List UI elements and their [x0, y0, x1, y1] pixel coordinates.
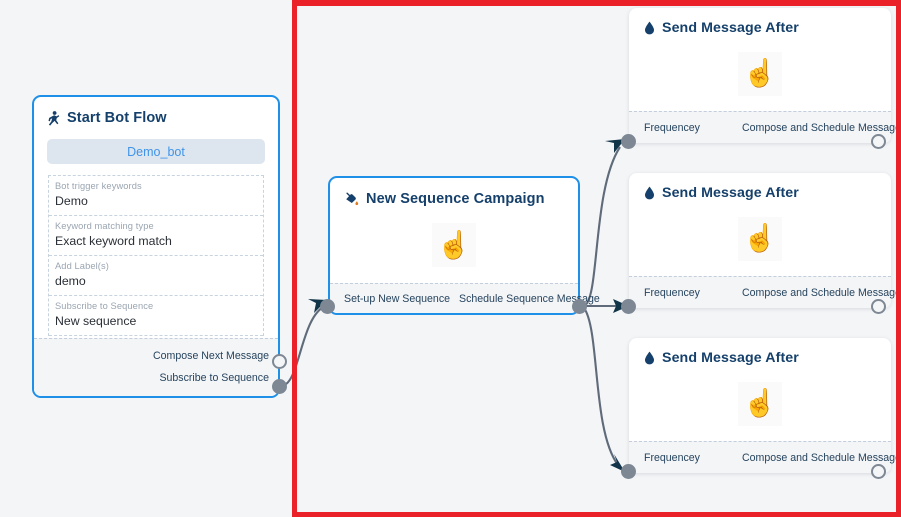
node-start-bot-flow[interactable]: Start Bot Flow Demo_bot Bot trigger keyw… [32, 95, 280, 398]
pointing-hand-cursor-icon: ☝ [738, 51, 782, 96]
card-title-text: Send Message After [662, 350, 799, 366]
card-body: ☝ [629, 201, 891, 276]
field-value: Demo [55, 194, 88, 208]
port-frequency-3[interactable] [621, 464, 636, 479]
port-setup-new-sequence[interactable] [320, 299, 335, 314]
field-row[interactable]: Keyword matching type Exact keyword matc… [49, 216, 263, 256]
node-new-sequence-campaign[interactable]: New Sequence Campaign ☝ Set-up New Seque… [328, 176, 600, 315]
node-send-message-after-3[interactable]: Send Message After ☝ Frequencey Compose … [629, 338, 901, 473]
port-compose-and-schedule-message-1[interactable] [871, 134, 886, 149]
start-bot-fields: Bot trigger keywords Demo Keyword matchi… [48, 175, 264, 336]
port-row-subscribe-to-sequence[interactable]: Subscribe to Sequence [34, 367, 278, 389]
port-frequency-2[interactable] [621, 299, 636, 314]
node-sequence-title: New Sequence Campaign [330, 178, 578, 207]
node-start-title-text: Start Bot Flow [67, 110, 167, 126]
card-title: Send Message After [629, 173, 891, 201]
field-row[interactable]: Add Label(s) demo [49, 256, 263, 296]
field-row[interactable]: Subscribe to Sequence New sequence [49, 296, 263, 336]
field-value: New sequence [55, 314, 137, 328]
card-body: ☝ [629, 366, 891, 441]
port-label-compose-and-schedule-message: Compose and Schedule Message [741, 121, 901, 134]
node-send-message-after-1[interactable]: Send Message After ☝ Frequencey Compose … [629, 8, 901, 143]
card-title-text: Send Message After [662, 20, 799, 36]
field-label: Add Label(s) [55, 261, 109, 271]
card-footer: Frequencey Compose and Schedule Message [629, 441, 901, 473]
edge-sequence-to-card-1 [583, 146, 621, 307]
card-footer: Frequencey Compose and Schedule Message [629, 111, 901, 143]
water-drop-icon [644, 21, 655, 35]
node-sequence-title-text: New Sequence Campaign [366, 191, 545, 207]
port-compose-and-schedule-message-3[interactable] [871, 464, 886, 479]
water-drop-icon [644, 186, 655, 200]
port-row-compose-next-message[interactable]: Compose Next Message [34, 345, 278, 367]
port-label-frequency: Frequencey [644, 286, 700, 299]
port-label: Compose Next Message [153, 350, 269, 362]
port-label-frequency: Frequencey [644, 451, 700, 464]
port-subscribe-to-sequence[interactable] [272, 379, 287, 394]
sequence-footer: Set-up New Sequence Schedule Sequence Me… [330, 283, 600, 313]
field-row[interactable]: Bot trigger keywords Demo [49, 176, 263, 216]
port-frequency-1[interactable] [621, 134, 636, 149]
pointing-hand-cursor-icon: ☝ [432, 223, 476, 267]
field-value: Exact keyword match [55, 234, 172, 248]
port-label-frequency: Frequencey [644, 121, 700, 134]
pointing-hand-cursor-icon: ☝ [738, 381, 782, 426]
card-title: Send Message After [629, 8, 891, 36]
port-label: Subscribe to Sequence [159, 372, 269, 384]
start-bot-footer: Compose Next Message Subscribe to Sequen… [34, 338, 278, 396]
port-schedule-sequence-message[interactable] [572, 299, 587, 314]
port-compose-and-schedule-message-2[interactable] [871, 299, 886, 314]
node-start-title: Start Bot Flow [34, 97, 278, 137]
sequence-body: ☝ [330, 207, 578, 283]
paint-pour-icon [344, 192, 359, 206]
card-title-text: Send Message After [662, 185, 799, 201]
bot-pill-label: Demo_bot [127, 144, 185, 159]
card-body: ☝ [629, 36, 891, 111]
port-label-schedule-sequence-message: Schedule Sequence Message [459, 292, 600, 305]
running-person-icon [48, 110, 60, 126]
edge-sequence-to-card-3 [583, 307, 619, 466]
field-value: demo [55, 274, 86, 288]
node-send-message-after-2[interactable]: Send Message After ☝ Frequencey Compose … [629, 173, 901, 308]
bot-selector-pill[interactable]: Demo_bot [47, 139, 265, 164]
pointing-hand-cursor-icon: ☝ [738, 216, 782, 261]
field-label: Bot trigger keywords [55, 181, 142, 191]
field-label: Subscribe to Sequence [55, 301, 154, 311]
port-label-compose-and-schedule-message: Compose and Schedule Message [741, 451, 901, 464]
port-compose-next-message[interactable] [272, 354, 287, 369]
port-label-setup-new-sequence: Set-up New Sequence [344, 292, 451, 305]
field-label: Keyword matching type [55, 221, 154, 231]
edge-start-to-sequence [280, 305, 326, 388]
card-title: Send Message After [629, 338, 891, 366]
port-label-compose-and-schedule-message: Compose and Schedule Message [741, 286, 901, 299]
card-footer: Frequencey Compose and Schedule Message [629, 276, 901, 308]
water-drop-icon [644, 351, 655, 365]
